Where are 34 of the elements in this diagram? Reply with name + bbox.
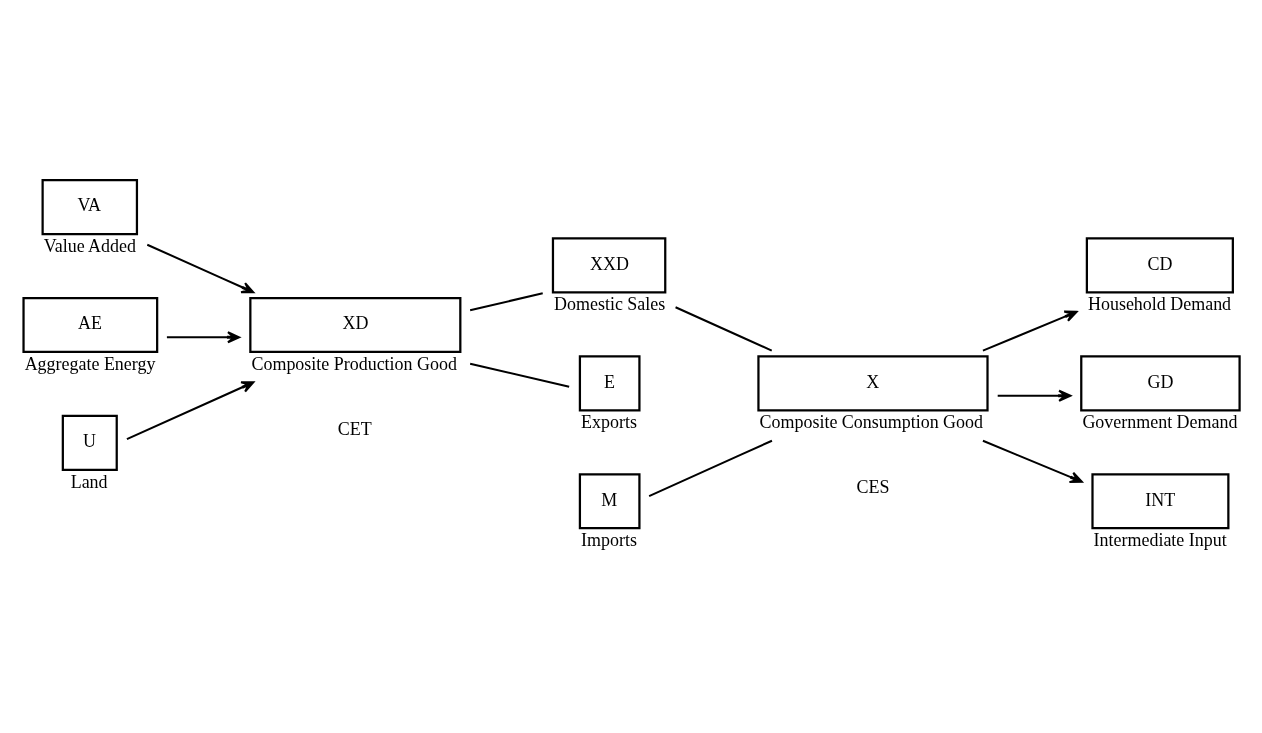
node-label: Land <box>70 471 108 492</box>
node-label: Domestic Sales <box>554 294 666 315</box>
node-box: XD <box>249 296 462 354</box>
arrow <box>126 381 255 440</box>
node-label: Household Demand <box>1088 294 1232 315</box>
node-label: Composite Consumption Good <box>759 412 983 433</box>
arrow <box>982 310 1078 352</box>
node-box: M <box>578 473 641 530</box>
arrow <box>982 439 1083 484</box>
node-label: Exports <box>581 412 637 433</box>
node-label: Imports <box>581 529 637 550</box>
node-box: AE <box>22 296 159 354</box>
node-box: XXD <box>551 237 667 294</box>
node-label: Value Added <box>43 235 136 256</box>
label: CES <box>856 477 890 498</box>
node-box: CD <box>1085 237 1234 294</box>
connector <box>469 292 543 312</box>
node-box: GD <box>1080 355 1241 412</box>
arrow <box>166 331 241 344</box>
connector <box>469 362 570 388</box>
node-box: E <box>578 355 641 412</box>
node-box: INT <box>1091 473 1230 530</box>
node-label: Government Demand <box>1082 412 1238 433</box>
connector <box>675 306 773 352</box>
label: CET <box>337 418 372 439</box>
connector <box>648 439 773 497</box>
node-label: Intermediate Input <box>1093 529 1227 550</box>
node-box: U <box>61 414 118 471</box>
node-box: VA <box>41 179 139 236</box>
arrow <box>146 243 255 294</box>
node-box: X <box>757 355 989 412</box>
arrow <box>997 389 1072 402</box>
node-label: Composite Production Good <box>251 353 457 374</box>
node-label: Aggregate Energy <box>24 353 156 374</box>
